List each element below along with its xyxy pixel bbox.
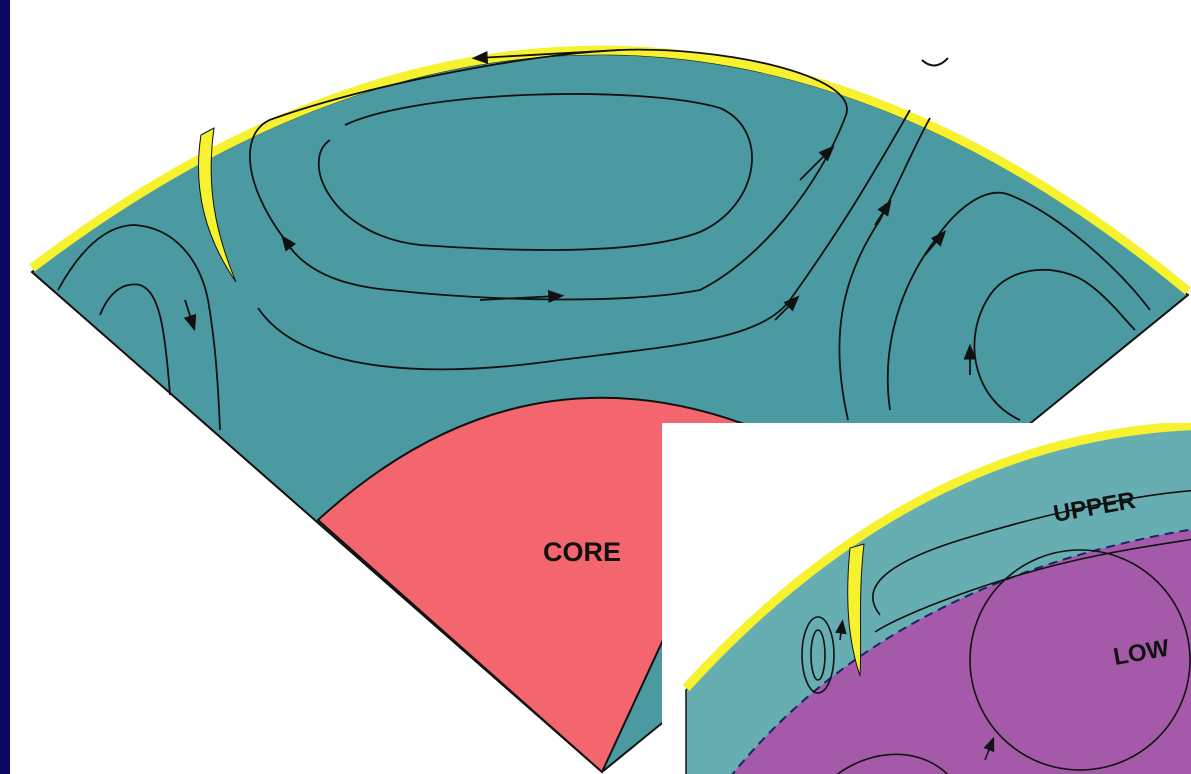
layered-convection-diagram: UPPER LOW [662, 423, 1191, 774]
core-label: CORE [543, 537, 621, 567]
